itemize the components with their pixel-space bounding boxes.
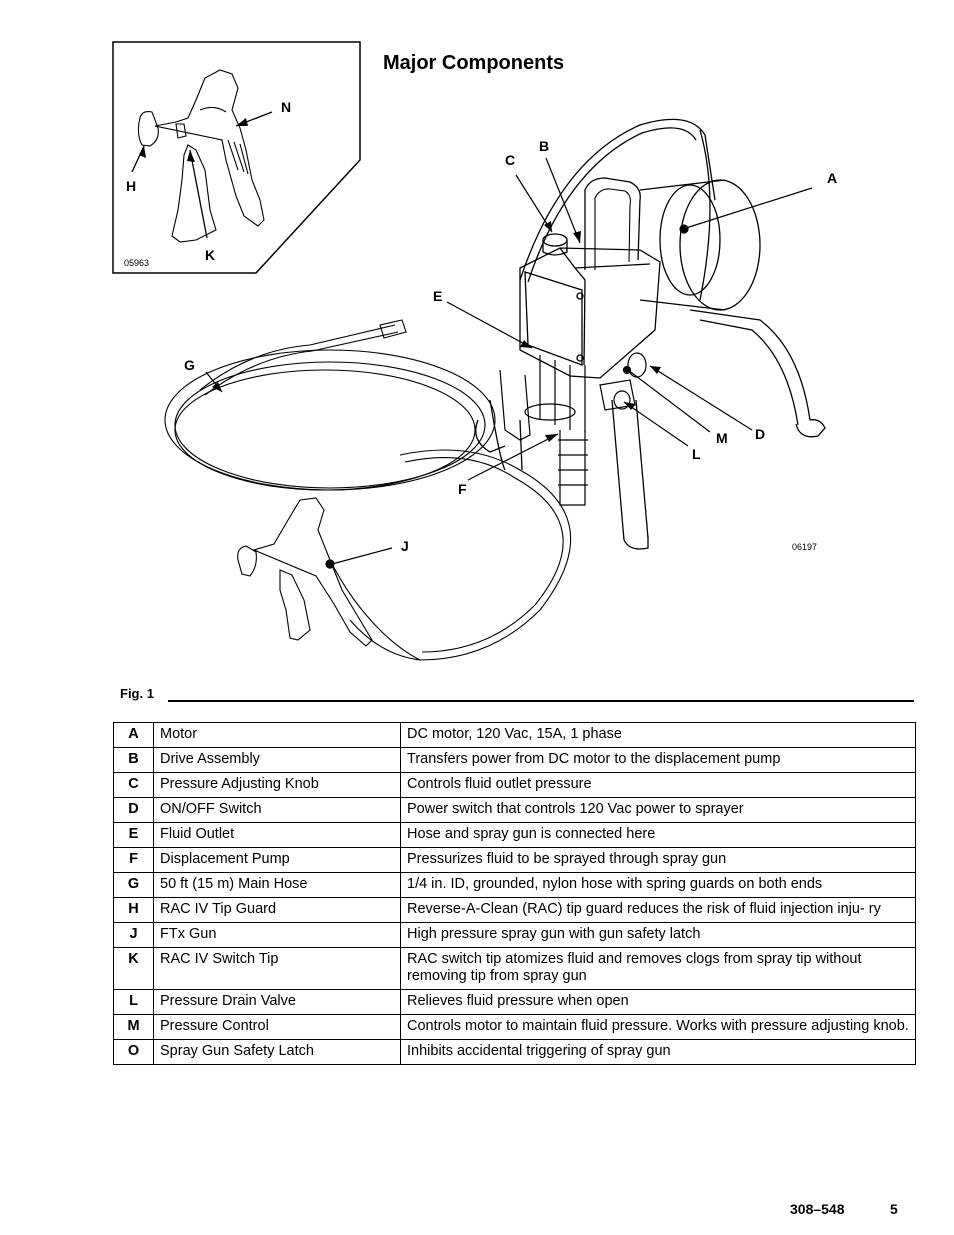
callout-k: K xyxy=(205,247,216,263)
ref-cell: K xyxy=(113,947,154,990)
callout-m: M xyxy=(716,430,728,446)
name-cell: RAC IV Tip Guard xyxy=(153,897,401,923)
ref-cell: L xyxy=(113,989,154,1015)
page-number: 5 xyxy=(890,1201,898,1217)
name-cell: RAC IV Switch Tip xyxy=(153,947,401,990)
motor xyxy=(639,179,761,311)
description-cell: Inhibits accidental triggering of spray … xyxy=(400,1039,916,1065)
description-cell: Controls fluid outlet pressure xyxy=(400,772,916,798)
callout-e: E xyxy=(433,288,443,304)
callout-d: D xyxy=(755,426,766,442)
description-cell: Reverse-A-Clean (RAC) tip guard reduces … xyxy=(400,897,916,923)
description-cell: Relieves fluid pressure when open xyxy=(400,989,916,1015)
ref-cell: G xyxy=(113,872,154,898)
callout-b: B xyxy=(539,138,550,154)
sprayer-illustration xyxy=(112,41,826,661)
description-cell: Transfers power from DC motor to the dis… xyxy=(400,747,916,773)
description-cell: RAC switch tip atomizes fluid and remove… xyxy=(400,947,916,990)
callout-f: F xyxy=(458,481,467,497)
displacement-pump xyxy=(499,355,588,506)
page-title: Major Components xyxy=(383,52,565,74)
description-cell: 1/4 in. ID, grounded, nylon hose with sp… xyxy=(400,872,916,898)
name-cell: Motor xyxy=(153,722,401,748)
inset-figure-number: 05963 xyxy=(124,258,150,268)
callout-n: N xyxy=(281,99,292,115)
ref-cell: H xyxy=(113,897,154,923)
description-cell: Controls motor to maintain fluid pressur… xyxy=(400,1014,916,1040)
callout-leaders xyxy=(205,157,813,569)
carry-handle xyxy=(584,177,641,270)
name-cell: Drive Assembly xyxy=(153,747,401,773)
hose-coil xyxy=(164,319,572,661)
ref-cell: A xyxy=(113,722,154,748)
name-cell: Spray Gun Safety Latch xyxy=(153,1039,401,1065)
name-cell: Pressure Control xyxy=(153,1014,401,1040)
callout-c: C xyxy=(505,152,516,168)
sprayer-frame xyxy=(475,118,826,550)
description-cell: Hose and spray gun is connected here xyxy=(400,822,916,848)
description-cell: Pressurizes fluid to be sprayed through … xyxy=(400,847,916,873)
main-spray-gun xyxy=(237,497,421,661)
callout-l: L xyxy=(692,446,701,462)
callout-g: G xyxy=(184,357,195,373)
name-cell: Displacement Pump xyxy=(153,847,401,873)
name-cell: 50 ft (15 m) Main Hose xyxy=(153,872,401,898)
main-figure-number: 06197 xyxy=(792,542,818,552)
name-cell: FTx Gun xyxy=(153,922,401,948)
ref-cell: J xyxy=(113,922,154,948)
ref-cell: M xyxy=(113,1014,154,1040)
figure-caption-rule xyxy=(168,700,914,702)
figure-caption: Fig. 1 xyxy=(120,686,154,701)
ref-cell: E xyxy=(113,822,154,848)
callout-h: H xyxy=(126,178,137,194)
name-cell: Pressure Adjusting Knob xyxy=(153,772,401,798)
control-fittings xyxy=(599,352,647,411)
name-cell: Pressure Drain Valve xyxy=(153,989,401,1015)
callout-a: A xyxy=(827,170,838,186)
inset-frame xyxy=(112,41,361,274)
description-cell: DC motor, 120 Vac, 15A, 1 phase xyxy=(400,722,916,748)
description-cell: High pressure spray gun with gun safety … xyxy=(400,922,916,948)
description-cell: Power switch that controls 120 Vac power… xyxy=(400,797,916,823)
callout-j: J xyxy=(401,538,409,554)
document-number: 308–548 xyxy=(790,1201,845,1217)
ref-cell: B xyxy=(113,747,154,773)
ref-cell: D xyxy=(113,797,154,823)
ref-cell: C xyxy=(113,772,154,798)
name-cell: ON/OFF Switch xyxy=(153,797,401,823)
name-cell: Fluid Outlet xyxy=(153,822,401,848)
drive-assembly xyxy=(519,233,661,379)
ref-cell: F xyxy=(113,847,154,873)
inset-spray-gun xyxy=(137,69,265,243)
ref-cell: O xyxy=(113,1039,154,1065)
